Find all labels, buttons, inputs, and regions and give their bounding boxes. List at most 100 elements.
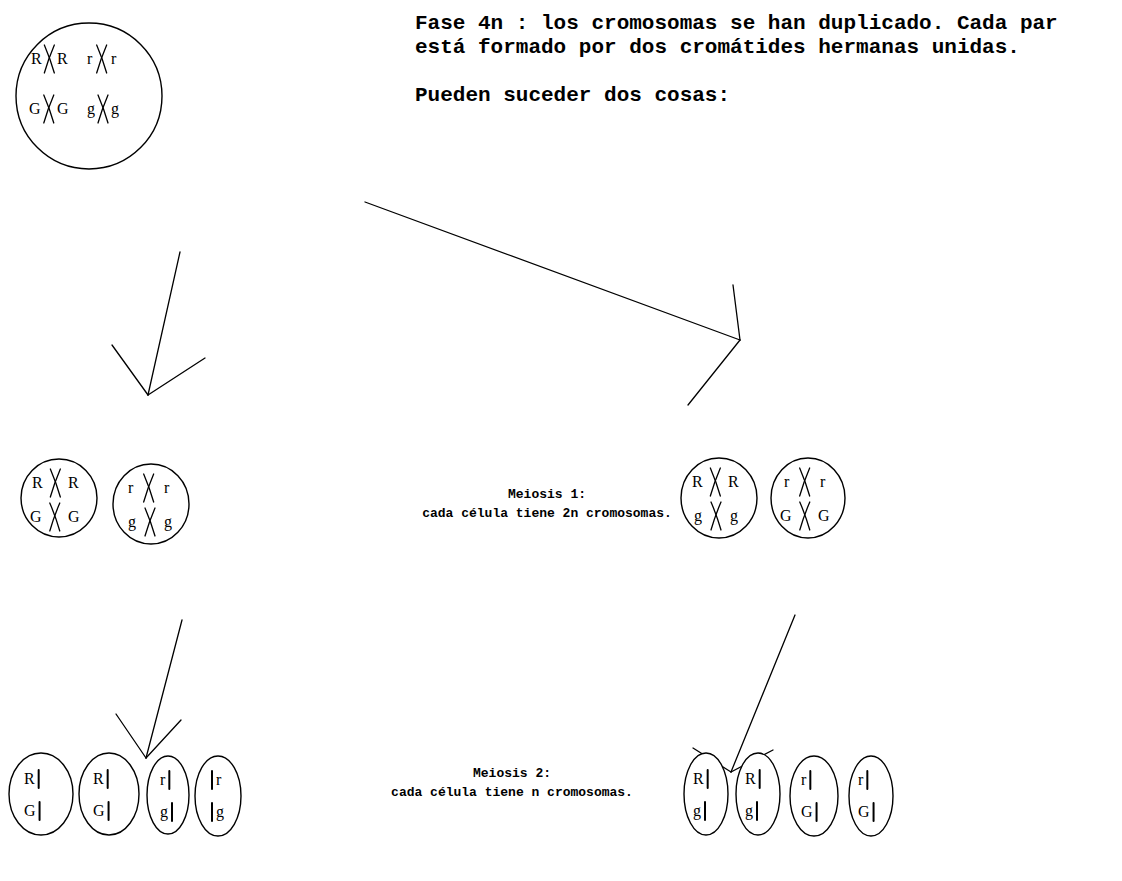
cell-membrane — [9, 753, 73, 835]
sister-chromatid — [145, 508, 155, 536]
stage-title: Meiosis 1: — [508, 486, 586, 504]
phase-note: Pueden suceder dos cosas: — [415, 84, 730, 108]
allele-label: R — [93, 770, 104, 788]
cell-outline — [20, 458, 98, 538]
allele-label: r — [820, 473, 825, 491]
allele-label: G — [30, 508, 42, 526]
allele-label: G — [24, 802, 36, 820]
allele-label: g — [87, 100, 95, 118]
allele-label: g — [694, 507, 702, 525]
chromosome-marks — [757, 770, 760, 820]
sister-chromatid — [711, 502, 721, 530]
allele-label: G — [93, 802, 105, 820]
sister-chromatid — [800, 468, 810, 496]
allele-label: g — [745, 802, 753, 820]
chromatid — [107, 770, 109, 788]
allele-label: R — [32, 474, 43, 492]
chromosome-marks — [144, 474, 155, 536]
cell-membrane — [790, 756, 838, 836]
sister-chromatid — [144, 474, 154, 502]
chromatid — [816, 803, 818, 821]
allele-label: g — [160, 803, 168, 821]
cell-circle: rrgg — [112, 463, 190, 545]
allele-label: g — [128, 513, 136, 531]
cell-outline — [789, 755, 839, 837]
allele-label: R — [692, 473, 703, 491]
allele-label: g — [693, 802, 701, 820]
cell-outline — [680, 457, 758, 539]
allele-label: G — [780, 507, 792, 525]
sister-chromatid — [710, 468, 720, 496]
allele-label: r — [784, 473, 789, 491]
cell-membrane — [16, 23, 162, 169]
allele-label: G — [818, 507, 830, 525]
allele-label: G — [57, 100, 69, 118]
cell-outline — [112, 463, 190, 545]
cell-outline — [15, 22, 163, 170]
split-arrow — [693, 615, 795, 772]
cell-outline — [770, 457, 846, 539]
cell-circle: RG — [8, 752, 74, 836]
stage-title: Meiosis 2: — [473, 765, 551, 783]
chromatid — [756, 802, 758, 820]
allele-label: R — [57, 50, 68, 68]
allele-label: R — [68, 474, 79, 492]
allele-label: g — [111, 100, 119, 118]
sister-chromatid — [50, 503, 60, 531]
sister-chromatid — [800, 468, 810, 496]
sister-chromatid — [97, 45, 107, 73]
cell-membrane — [681, 458, 757, 538]
sister-chromatid — [44, 45, 54, 73]
chromosome-marks — [44, 45, 108, 123]
cell-circle: rrGG — [770, 457, 846, 539]
cell-outline — [78, 752, 140, 836]
allele-label: R — [728, 473, 739, 491]
sister-chromatid — [44, 45, 54, 73]
allele-label: R — [693, 770, 704, 788]
cell-circle: RRGG — [20, 458, 98, 538]
cell-circle: Rg — [735, 752, 781, 836]
cell-membrane — [849, 756, 893, 836]
allele-label: g — [216, 803, 224, 821]
cell-membrane — [147, 756, 189, 834]
chromosome-marks — [107, 770, 109, 820]
allele-label: G — [858, 803, 870, 821]
sister-chromatid — [145, 508, 155, 536]
allele-label: r — [87, 50, 92, 68]
split-arrow — [112, 252, 205, 395]
cell-outline — [683, 752, 729, 836]
stage-note: cada célula tiene 2n cromosomas. — [422, 505, 672, 523]
chromosome-marks — [800, 468, 810, 530]
split-arrow — [116, 620, 182, 758]
chromatid — [211, 803, 213, 821]
sister-chromatid — [50, 469, 60, 497]
cell-circle: rg — [146, 755, 190, 835]
allele-label: r — [111, 50, 116, 68]
sister-chromatid — [800, 502, 810, 530]
allele-label: g — [164, 513, 172, 531]
cell-outline — [194, 755, 242, 837]
allele-label: G — [68, 508, 80, 526]
allele-label: r — [801, 771, 806, 789]
chromatid — [168, 771, 170, 789]
cell-circle: RRr rGGgg — [15, 22, 163, 170]
allele-label: R — [745, 770, 756, 788]
allele-label: r — [128, 479, 133, 497]
allele-label: G — [29, 100, 41, 118]
allele-label: R — [31, 50, 42, 68]
sister-chromatid — [711, 502, 721, 530]
chromatid — [171, 803, 173, 821]
chromatid — [108, 802, 110, 820]
cell-circle: rG — [848, 755, 894, 837]
chromatid — [704, 802, 706, 820]
chromatid — [707, 770, 709, 788]
chromosome-marks — [705, 770, 708, 820]
chromatid — [759, 770, 761, 788]
sister-chromatid — [44, 95, 54, 123]
cell-circle: rG — [789, 755, 839, 837]
chromatid — [873, 803, 875, 821]
cell-circle: rg — [194, 755, 242, 837]
chromosome-marks — [50, 469, 61, 531]
cell-membrane — [736, 753, 780, 835]
